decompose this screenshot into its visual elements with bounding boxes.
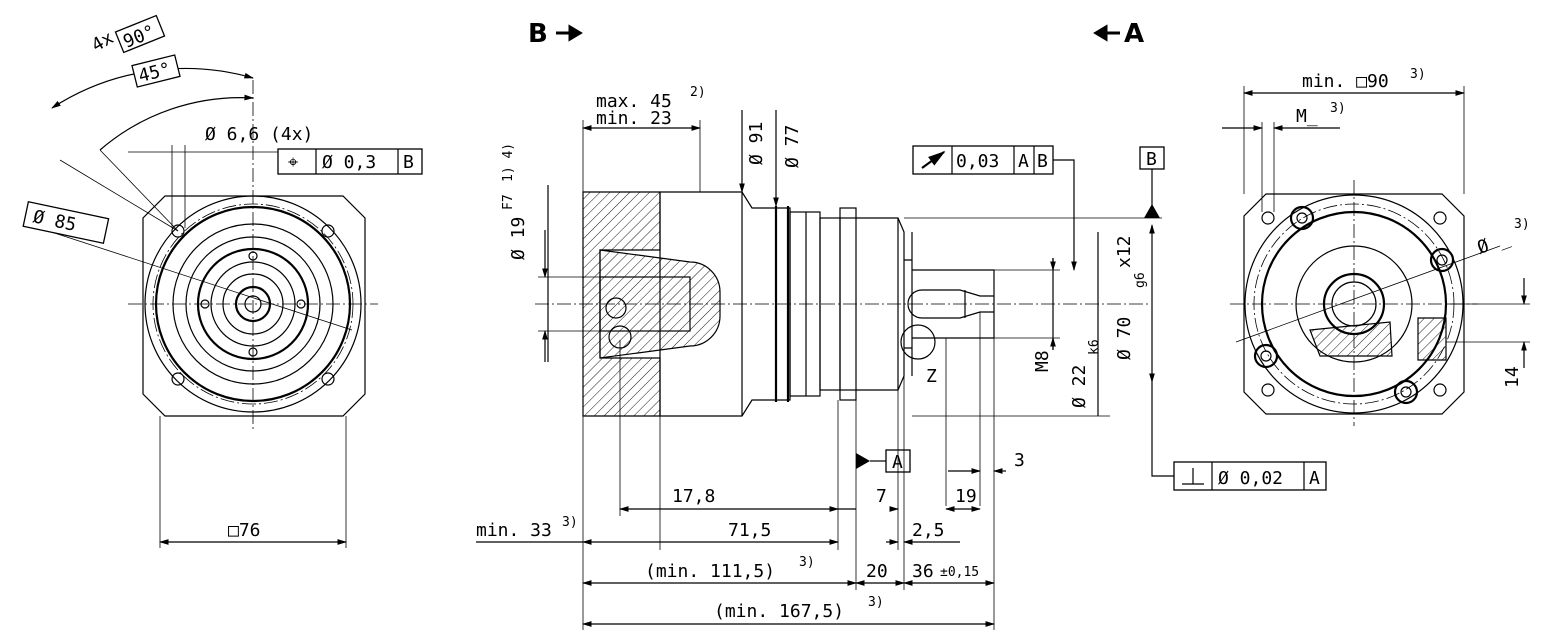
position-datum: B: [403, 152, 414, 173]
view-label-b: B: [528, 19, 583, 49]
dim-36-tol: ±0,15: [940, 565, 979, 580]
position-tol-value: Ø 0,3: [322, 152, 376, 173]
thread-m-label: M_: [1296, 106, 1318, 127]
dim-2-5-label: 2,5: [912, 520, 945, 541]
angle-annotation: 4x 90° 45°: [88, 14, 181, 88]
right-dia-label: Ø _: [1475, 228, 1513, 259]
angle-count-label: 4x: [88, 27, 117, 56]
shaft-dia-label: Ø 22: [1069, 365, 1090, 408]
runout-datum-a: A: [1018, 151, 1029, 172]
pilot-dia-label: Ø 70: [1114, 317, 1135, 360]
view-z-label: Z: [926, 366, 937, 387]
min-33-note: 3): [562, 515, 578, 530]
dim-19-label: 19: [955, 486, 977, 507]
pilot-len-label: x12: [1114, 235, 1135, 268]
side-top-dimensions: max. 45 2) min. 23 Ø 91 Ø 77 Ø 19 F7 1) …: [501, 85, 803, 630]
min-167-note: 3): [868, 595, 884, 610]
runout-tolerance: 0,03 A B: [912, 145, 1077, 271]
hole-callout: Ø 6,6 (4x) ⌖ Ø 0,3 B: [205, 124, 423, 175]
runout-datum-b: B: [1037, 151, 1048, 172]
dim-36-label: 36: [912, 561, 934, 582]
position-symbol: ⌖: [288, 152, 298, 173]
datum-a-flag: A: [856, 449, 911, 473]
datum-b-flag: B: [904, 146, 1165, 219]
dim-3-label: 3: [1014, 450, 1025, 471]
bore-note-label: 1) 4): [501, 143, 516, 182]
right-dia-note: 3): [1514, 217, 1530, 232]
min-square-note: 3): [1410, 67, 1426, 82]
dia-77-label: Ø 77: [782, 125, 803, 168]
dim-17-8-label: 17,8: [672, 486, 715, 507]
bore-fit-label: F7: [501, 194, 516, 210]
perp-value: Ø 0,02: [1218, 468, 1283, 489]
min-33-label: min. 33: [476, 520, 552, 541]
min-depth-label: min. 23: [596, 108, 672, 129]
min-square-label: min. □90: [1302, 71, 1389, 92]
min-167-label: (min. 167,5): [714, 601, 844, 622]
square-76-label: □76: [228, 520, 261, 541]
min-111-label: (min. 111,5): [645, 561, 775, 582]
bore-dia-label: Ø 19: [508, 217, 529, 260]
right-input-view: [1230, 180, 1501, 426]
bolt-circle-callout: Ø 85: [22, 200, 110, 245]
max-depth-label: max. 45: [596, 91, 672, 112]
view-b-letter: B: [528, 19, 548, 49]
hole-dia-label: Ø 6,6 (4x): [205, 124, 313, 145]
dia-91-label: Ø 91: [746, 122, 767, 165]
dim-71-5-label: 71,5: [728, 520, 771, 541]
left-flange-view: [29, 67, 378, 548]
perp-datum: A: [1309, 468, 1320, 489]
side-section-view: [535, 185, 1150, 417]
thread-m8-label: M8: [1032, 350, 1053, 372]
max-depth-note: 2): [690, 85, 706, 100]
datum-b-letter: B: [1146, 149, 1157, 170]
dim-14-label: 14: [1502, 366, 1523, 388]
right-view-dimensions: min. □90 3) M_ 3) Ø _ 3) 14: [1222, 67, 1530, 388]
bottom-dimensions: 3 17,8 7 19 min. 33 3) 71,5 2,5 (min. 11…: [476, 312, 1025, 630]
shaft-fit-label: k6: [1087, 339, 1102, 355]
dim-20-label: 20: [866, 561, 888, 582]
datum-a-letter: A: [892, 452, 903, 473]
view-label-a: A: [1093, 19, 1144, 49]
perpendicularity-tolerance: Ø 0,02 A: [1151, 382, 1327, 491]
thread-m-note: 3): [1330, 101, 1346, 116]
runout-value: 0,03: [956, 151, 999, 172]
shaft-dimensions: Ø 70 g6 x12 Ø 22 k6 M8 Z: [912, 224, 1155, 417]
pilot-fit-label: g6: [1133, 272, 1148, 288]
dim-7-label: 7: [876, 486, 887, 507]
min-111-note: 3): [799, 555, 815, 570]
view-a-letter: A: [1124, 19, 1144, 49]
